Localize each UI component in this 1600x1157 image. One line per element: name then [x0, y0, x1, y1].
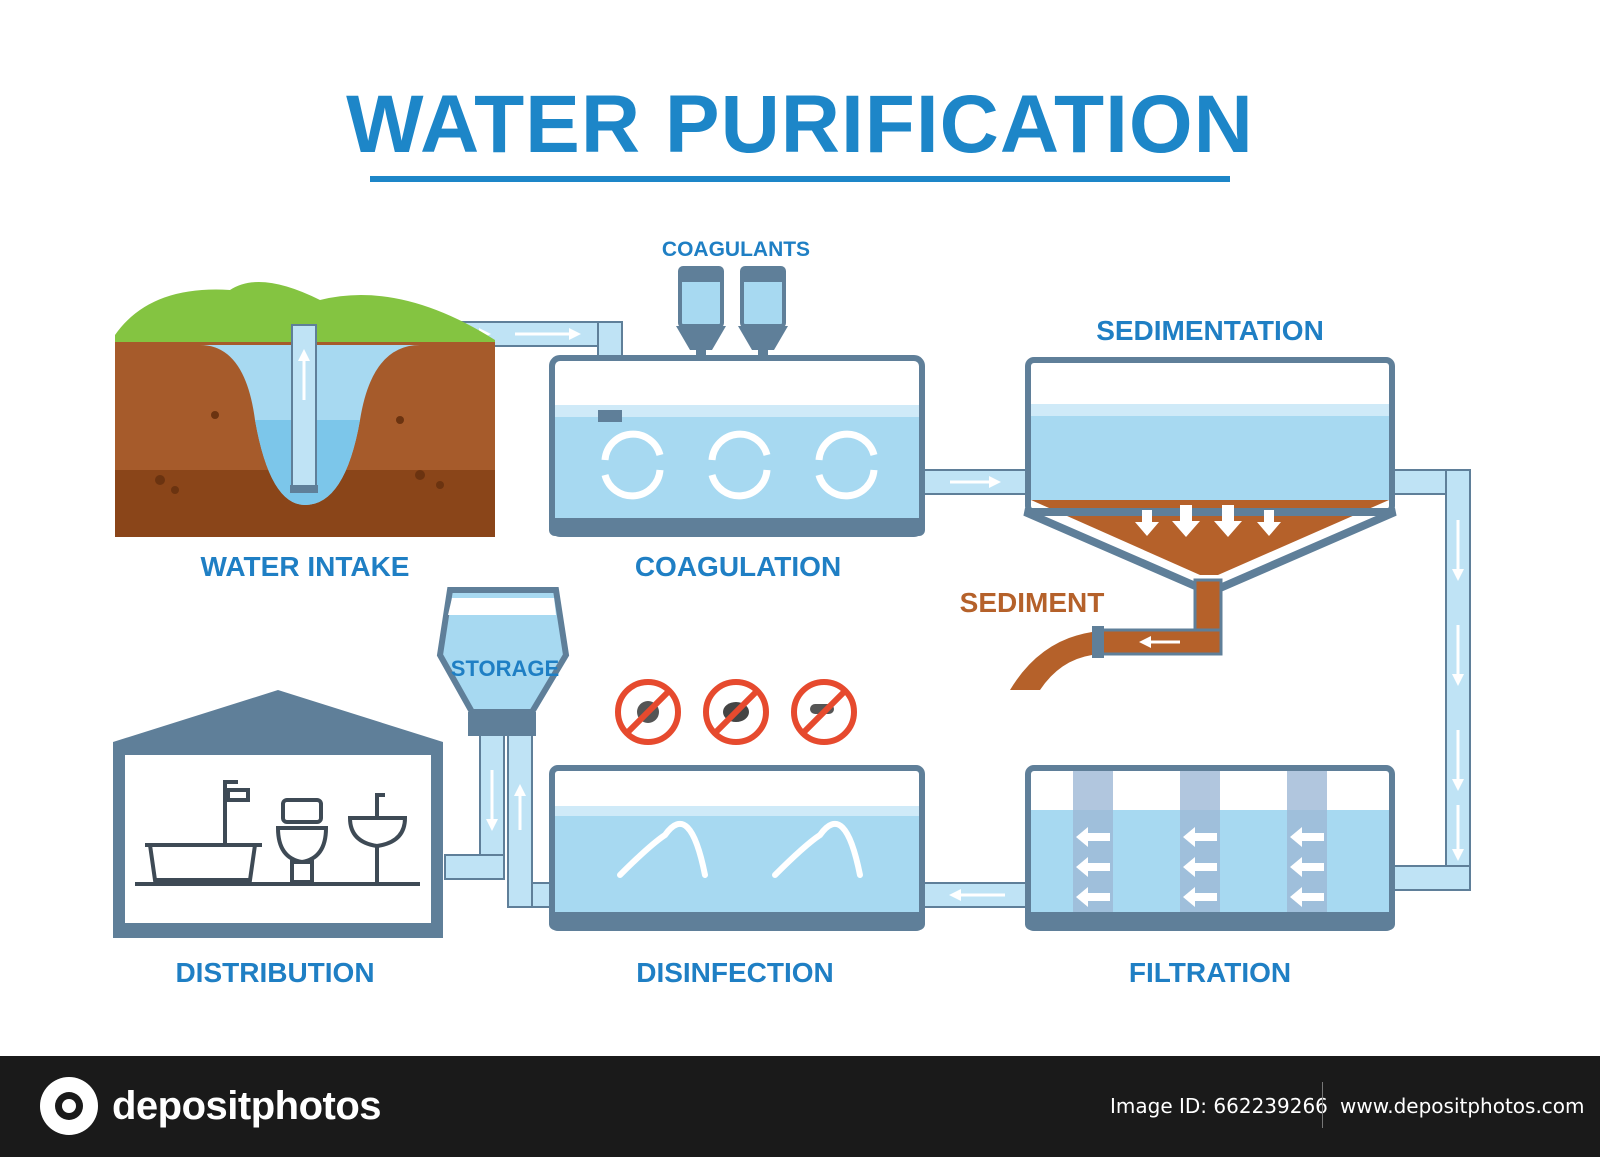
process-diagram-svg: WATER INTAKE COAGULANTS COAGULATION [113, 238, 1471, 988]
left-arrow-icon [1076, 827, 1324, 907]
label-storage: STORAGE [451, 656, 559, 681]
no-bacteria-icon [791, 679, 857, 745]
label-disinfection: DISINFECTION [636, 957, 834, 988]
label-sedimentation: SEDIMENTATION [1096, 315, 1324, 346]
bathtub-icon [145, 843, 262, 882]
site-url[interactable]: www.depositphotos.com [1340, 1094, 1585, 1118]
storage-tower [436, 587, 570, 736]
footer-bar: depositphotos Image ID: 662239266 www.de… [0, 1056, 1600, 1157]
label-water-intake: WATER INTAKE [201, 551, 410, 582]
depositphotos-logo-icon [40, 1077, 98, 1135]
footer-separator [1322, 1082, 1323, 1128]
label-distribution: DISTRIBUTION [175, 957, 374, 988]
label-sediment: SEDIMENT [960, 587, 1105, 618]
disinfection-tank [549, 765, 925, 931]
wave-arrow-icon [617, 820, 863, 878]
page-title: WATER PURIFICATION [346, 79, 1254, 170]
distribution-house [113, 690, 443, 938]
sedimentation-tank [1010, 357, 1397, 690]
shower-icon [223, 780, 250, 845]
image-id: Image ID: 662239266 [1110, 1094, 1328, 1118]
label-coagulation: COAGULATION [635, 551, 841, 582]
circular-arrows-icon [601, 430, 878, 500]
down-arrow-icon [1135, 505, 1281, 537]
no-germ-icon [703, 679, 769, 745]
sink-icon [347, 793, 408, 882]
coagulation-tank [549, 355, 925, 537]
filtration-tank [1025, 765, 1395, 931]
brand-name: depositphotos [112, 1083, 382, 1128]
no-germs-signs [615, 679, 857, 745]
title-underline [370, 176, 1230, 182]
label-filtration: FILTRATION [1129, 957, 1291, 988]
brand[interactable]: depositphotos [40, 1077, 382, 1135]
water-intake-illustration [115, 282, 495, 537]
label-coagulants: COAGULANTS [662, 238, 810, 261]
no-virus-icon [615, 679, 681, 745]
